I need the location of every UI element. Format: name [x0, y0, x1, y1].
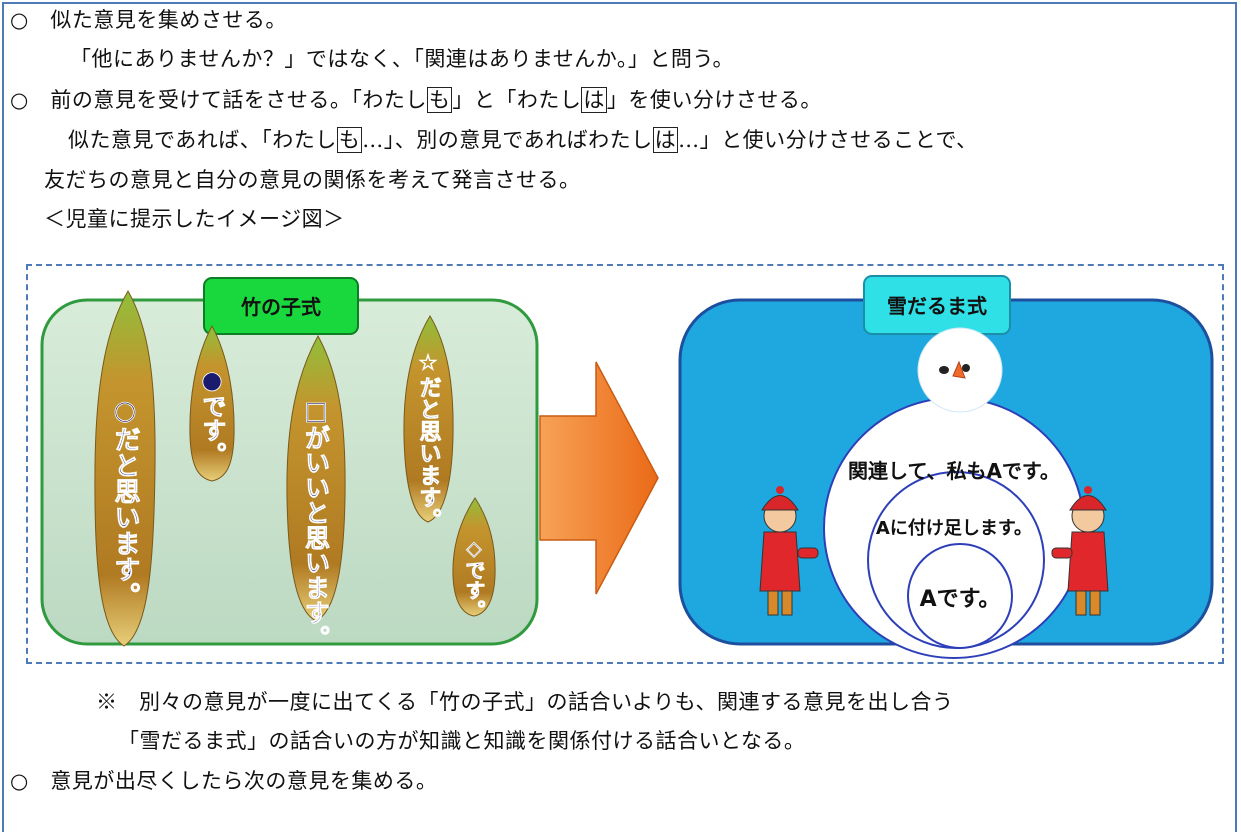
- item2-l2-a: 似た意見であれば、「わたし: [68, 128, 337, 152]
- boxed-particle-wa: は: [652, 127, 679, 153]
- right-arrow-icon: [539, 361, 659, 595]
- item2-line3: 友だちの意見と自分の意見の関係を考えて発言させる。: [44, 168, 581, 192]
- shoot-label-4: ☆だと思います。: [416, 351, 442, 530]
- left-title-tab: [203, 277, 359, 335]
- shoot-label-5: ◇です。: [462, 536, 486, 620]
- figure-caption: ＜児童に提示したイメージ図＞: [44, 207, 345, 231]
- item2-text-a: 前の意見を受けて話をさせる。「わたし: [50, 88, 427, 112]
- right-title-tab: [863, 275, 1011, 335]
- shoot-label-2: ●です。: [198, 366, 226, 466]
- item2: ○ 前の意見を受けて話をさせる。「わたしも」と「わたしは」を使い分けさせる。: [10, 86, 822, 114]
- item2-l2-e: …」と使い分けさせることで、: [678, 128, 978, 152]
- boxed-particle-mo: も: [336, 127, 363, 153]
- shoot-label-1: ○だと思います。: [110, 396, 140, 608]
- bullet-mark: ○: [10, 8, 29, 32]
- shoot-4: [403, 315, 454, 523]
- item1-detail: 「他にありませんか？」ではなく、「関連はありませんか。」と問う。: [70, 47, 735, 71]
- bullet-mark: ○: [10, 769, 29, 793]
- left-title: 竹の子式: [240, 295, 321, 319]
- note-line2: 「雪だるま式」の話合いの方が知識と知識を関係付ける話合いとなる。: [118, 729, 806, 753]
- snowman-eye-icon: [939, 366, 949, 374]
- item2-text-c: 」と「わたし: [452, 88, 582, 112]
- snowman-eye-icon: [962, 364, 970, 372]
- item2-line2: 似た意見であれば、「わたしも…」、別の意見であればわたしは…」と使い分けさせるこ…: [68, 126, 978, 154]
- shoot-5: [452, 497, 496, 617]
- bullet-mark: ○: [10, 88, 29, 112]
- boxed-particle-wa: は: [581, 87, 607, 113]
- note-line1: ※ 別々の意見が一度に出てくる「竹の子式」の話合いよりも、関連する意見を出し合う: [96, 690, 954, 714]
- item2-text-e: 」を使い分けさせる。: [606, 88, 822, 112]
- ring-label-outer: 関連して、私もAです。: [848, 459, 1060, 483]
- child-right-icon: [1051, 486, 1109, 616]
- snowball-inner: [907, 543, 1013, 649]
- ring-label-inner: Aです。: [920, 587, 1001, 612]
- image-figure: 竹の子式 ○だと思います。 ●です。 □がいいと思います。 ☆だと思います。 ◇…: [26, 264, 1224, 664]
- ring-label-middle: Aに付け足します。: [876, 517, 1032, 539]
- shoot-label-3: □がいいと思います。: [302, 396, 331, 650]
- comparison-diagram: 竹の子式 ○だと思います。 ●です。 □がいいと思います。 ☆だと思います。 ◇…: [40, 275, 1214, 659]
- item2-l2-c: …」、別の意見であればわたし: [362, 128, 653, 152]
- item3: ○ 意見が出尽くしたら次の意見を集める。: [10, 767, 437, 795]
- shoot-3: [286, 334, 346, 622]
- item1-text: 似た意見を集めさせる。: [50, 8, 287, 32]
- shoot-2: [189, 324, 235, 482]
- child-left-icon: [759, 486, 819, 616]
- carrot-nose-icon: [952, 360, 966, 379]
- right-title: 雪だるま式: [887, 294, 987, 318]
- item3-text: 意見が出尽くしたら次の意見を集める。: [50, 769, 438, 793]
- boxed-particle-mo: も: [426, 87, 453, 113]
- shoot-1: [94, 289, 156, 647]
- item1: ○ 似た意見を集めさせる。: [10, 6, 287, 34]
